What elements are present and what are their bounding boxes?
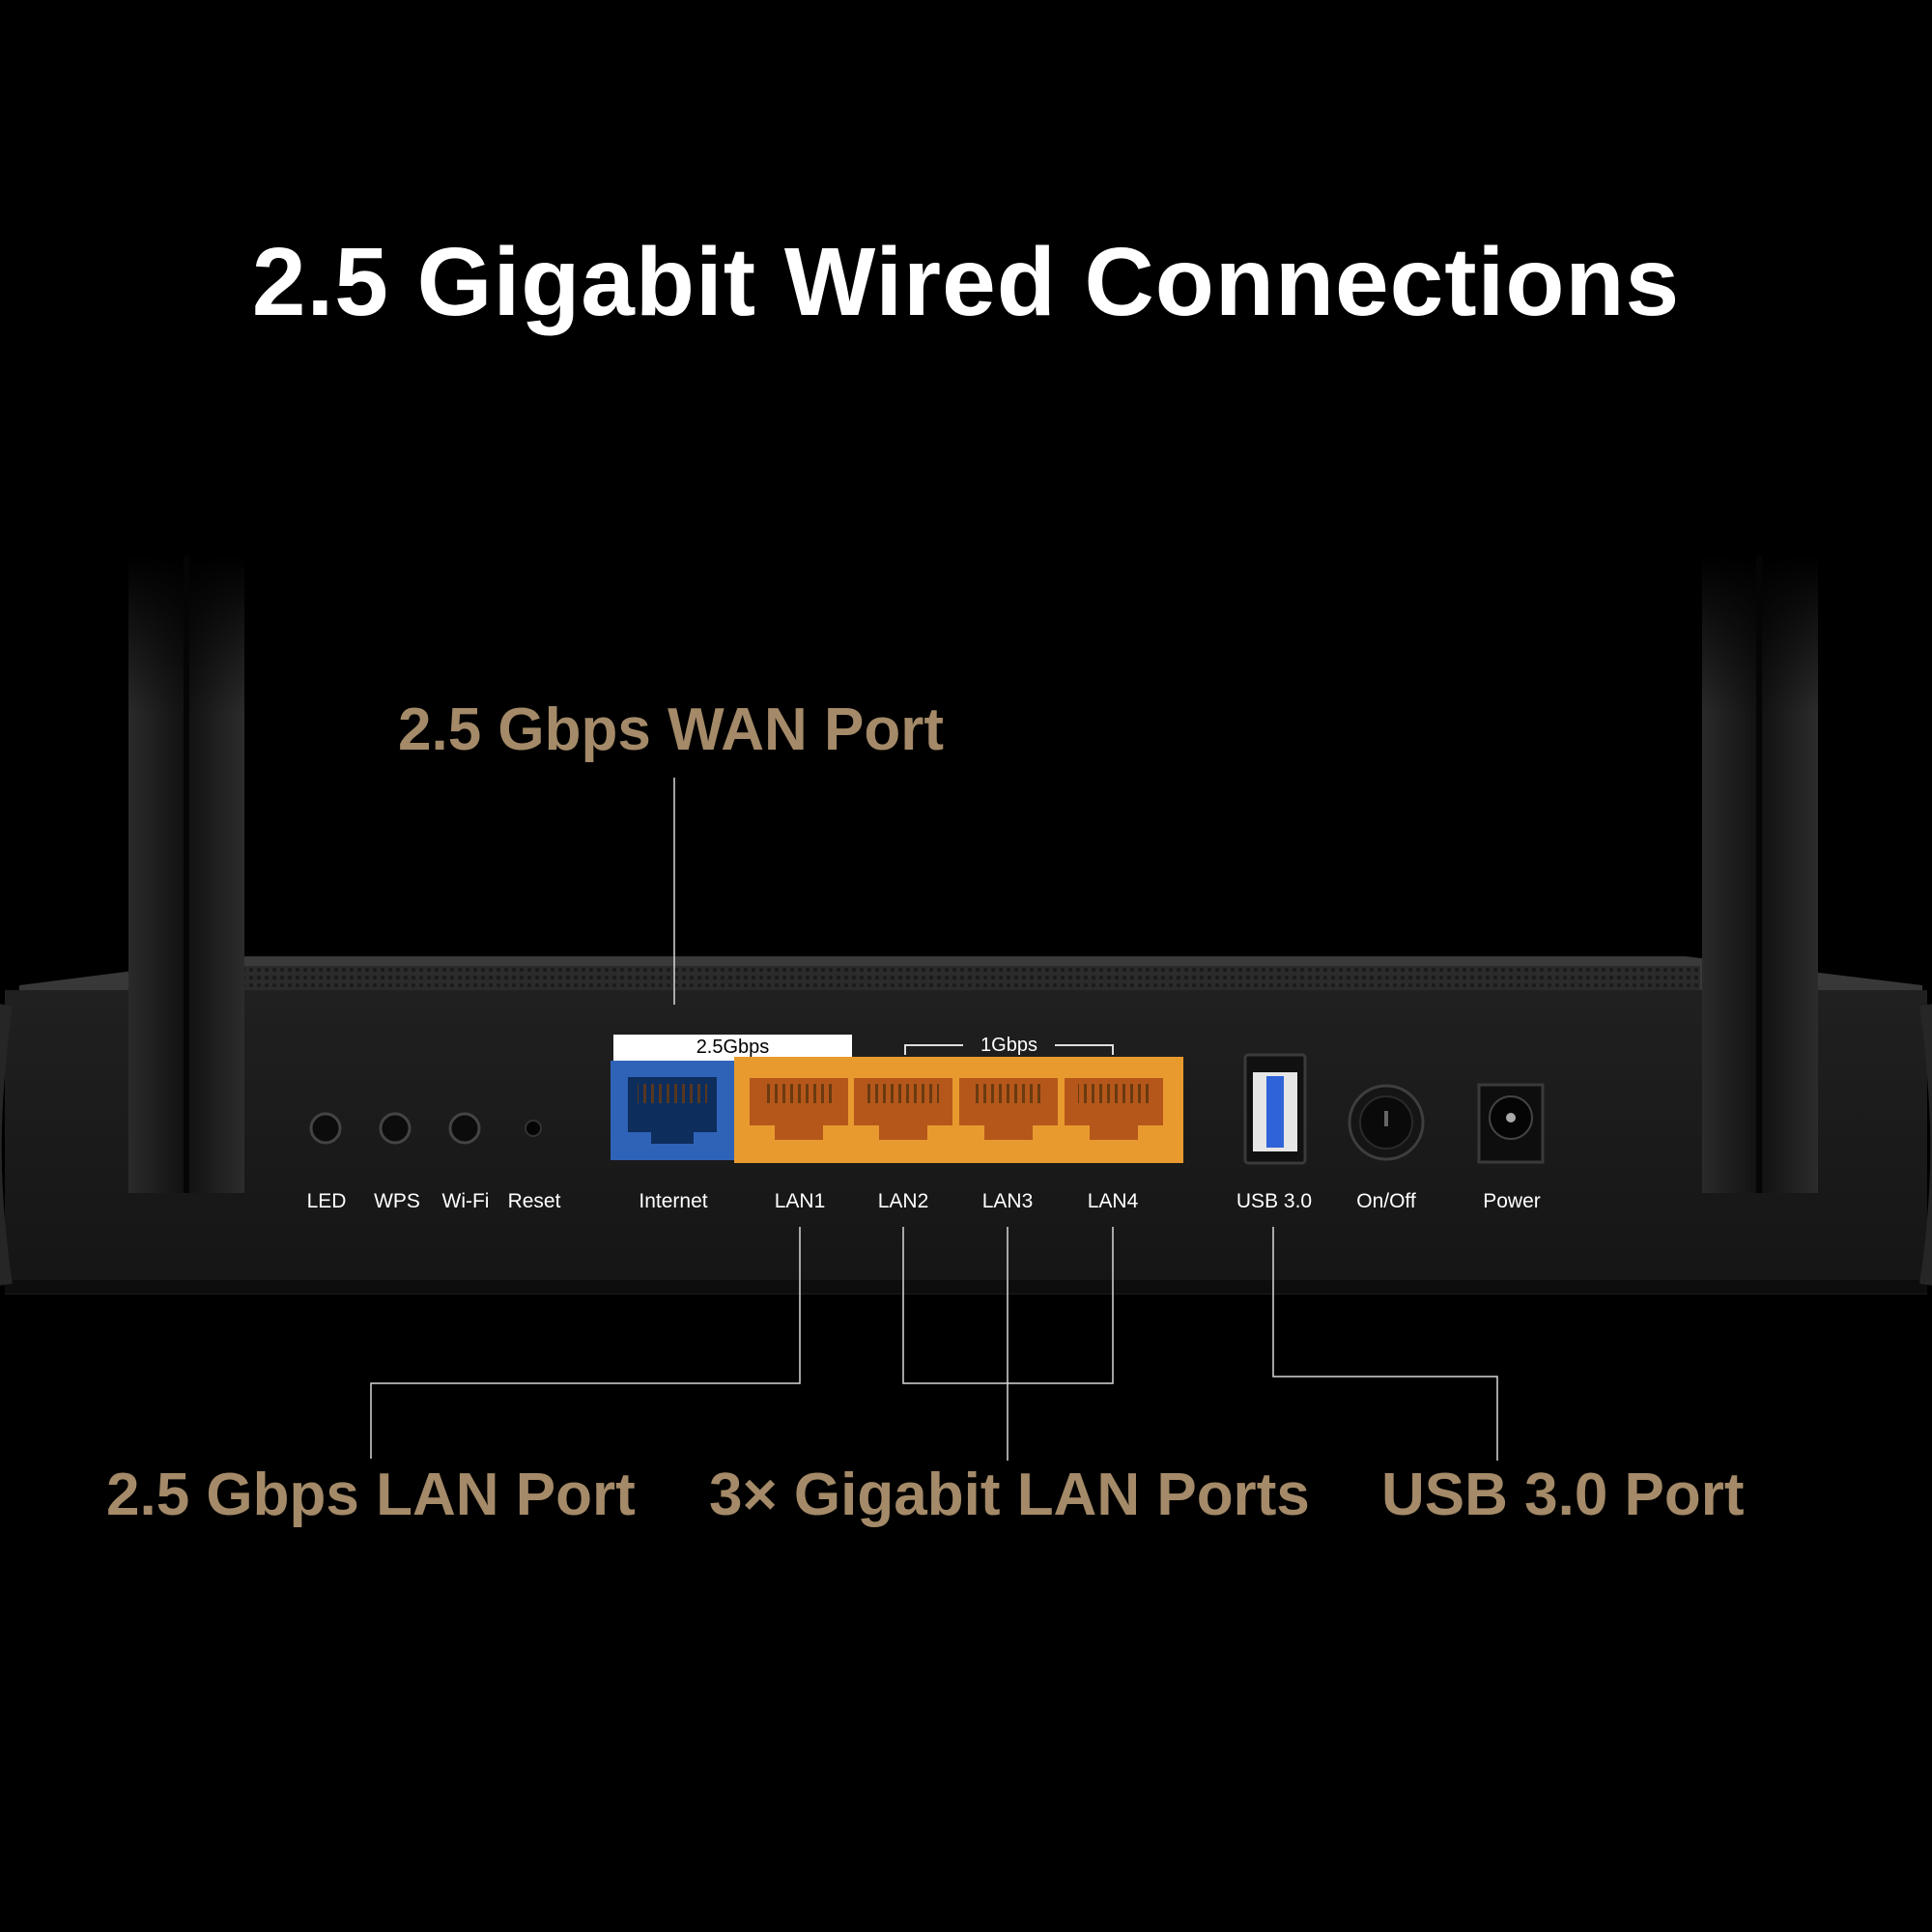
wifi-label: Wi-Fi — [441, 1190, 490, 1212]
gigabit-ports-callout: 3× Gigabit LAN Ports — [709, 1462, 1310, 1528]
lan4-label: LAN4 — [1087, 1190, 1139, 1212]
power-jack — [1477, 1083, 1545, 1164]
power-label: Power — [1483, 1190, 1541, 1212]
lan2-label: LAN2 — [877, 1190, 929, 1212]
onoff-label: On/Off — [1356, 1190, 1416, 1212]
lan25-callout-line — [370, 1227, 801, 1459]
internet-speed-tag: 2.5Gbps — [696, 1037, 770, 1058]
led-button — [309, 1112, 342, 1145]
lan3-port — [959, 1078, 1058, 1140]
gigabit-bracket — [904, 1044, 1114, 1055]
left-antenna — [128, 555, 244, 1193]
wifi-button — [448, 1112, 481, 1145]
page-title: 2.5 Gigabit Wired Connections — [251, 228, 1681, 336]
usb-port — [1243, 1053, 1307, 1165]
wps-label: WPS — [374, 1190, 420, 1212]
power-switch — [1348, 1084, 1425, 1161]
reset-label: Reset — [507, 1190, 561, 1212]
internet-speed-tag-bg — [613, 1035, 852, 1061]
lan25-port-callout: 2.5 Gbps LAN Port — [106, 1462, 636, 1528]
lan3-label: LAN3 — [981, 1190, 1034, 1212]
led-label: LED — [306, 1190, 347, 1212]
lan1-label: LAN1 — [774, 1190, 826, 1212]
usb-callout-line — [1272, 1227, 1498, 1461]
lan4-port — [1065, 1078, 1163, 1140]
lan-speed-tag: 1Gbps — [980, 1035, 1037, 1056]
lan2-port — [854, 1078, 952, 1140]
internet-port — [611, 1061, 734, 1160]
wan-port-callout: 2.5 Gbps WAN Port — [398, 696, 944, 763]
internet-label: Internet — [639, 1190, 708, 1212]
reset-pinhole — [525, 1120, 542, 1137]
right-antenna — [1702, 555, 1818, 1193]
usb-port-callout: USB 3.0 Port — [1381, 1462, 1745, 1528]
usb-label: USB 3.0 — [1236, 1190, 1313, 1212]
wps-button — [379, 1112, 412, 1145]
lan1-port — [750, 1078, 848, 1140]
